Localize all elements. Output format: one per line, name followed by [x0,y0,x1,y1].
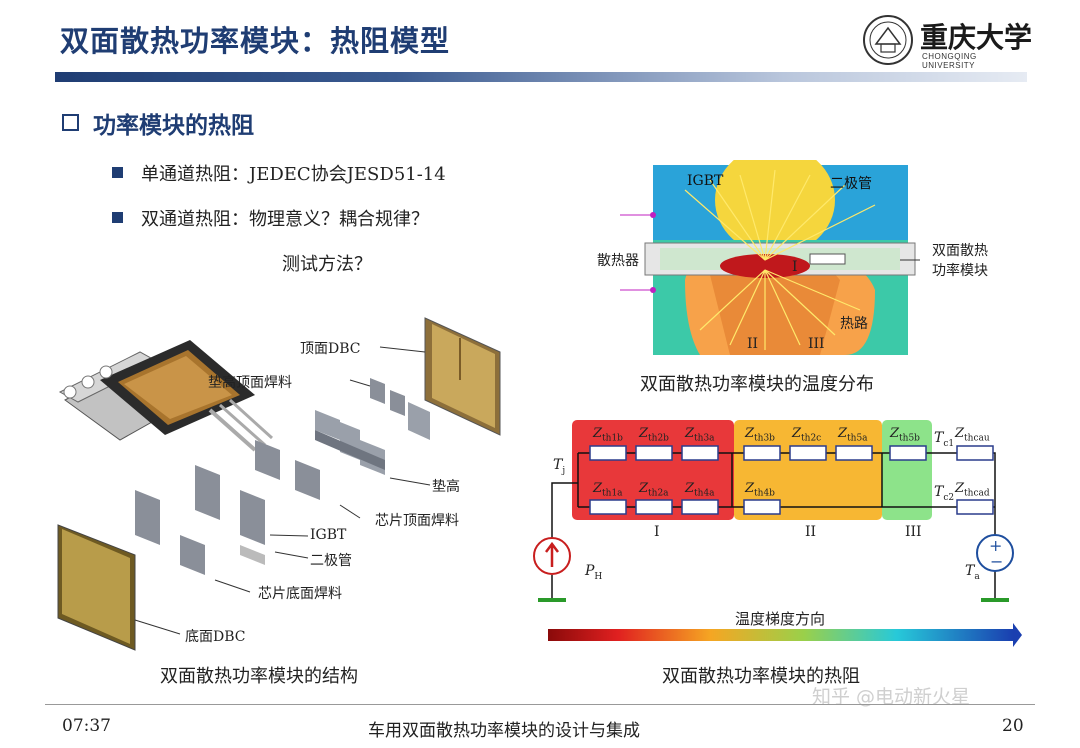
ph-label: PH [585,563,603,582]
temperature-distribution-figure [620,160,920,355]
z-th4a: Zth4a [685,481,715,499]
z-th3a: Zth3a [685,426,715,444]
voltage-source-icon [976,534,1014,572]
z-th1b: Zth1b [593,426,623,444]
square-bullet-icon [112,167,123,178]
z-thcau: Zthcau [955,426,990,444]
temp-label-region2: II [747,336,759,352]
z-th5b: Zth5b [890,426,920,444]
z-th3b: Zth3b [745,426,775,444]
section-heading-text: 功率模块的热阻 [93,113,254,139]
z-th2a: Zth2a [639,481,669,499]
temperature-caption: 双面散热功率模块的温度分布 [640,374,874,395]
label-igbt: IGBT [310,527,347,543]
region-1-label: I [654,524,660,540]
network-caption: 双面散热功率模块的热阻 [662,666,860,687]
temp-label-module-2: 功率模块 [932,263,988,279]
watermark: 知乎 @电动新火星 [812,686,971,708]
gradient-arrow-bar [548,629,1013,641]
z-th1a: Zth1a [593,481,623,499]
checkbox-bullet-icon [62,114,79,131]
slide-title: 双面散热功率模块：热阻模型 [60,24,451,58]
label-spacer: 垫高 [432,479,460,495]
bullet-2-continuation: 测试方法？ [282,254,372,275]
label-top-dbc: 顶面DBC [300,341,361,357]
ta-label: Ta [965,563,980,582]
label-diode: 二极管 [310,553,352,569]
tj-label: Tj [553,457,566,476]
svg-text:+: + [989,536,1002,555]
label-chip-top-solder: 芯片顶面焊料 [375,513,459,529]
label-chip-bottom-solder: 芯片底面焊料 [258,586,342,602]
region-2-bg [734,420,882,520]
tc1-label: Tc1 [934,430,955,449]
z-th4b: Zth4b [745,481,775,499]
square-bullet-icon [112,212,123,223]
university-seal-icon [863,15,913,65]
footer-divider [45,704,1035,705]
thermal-network-diagram: + − [533,420,1022,647]
tc2-label: Tc2 [934,484,955,503]
gradient-label: 温度梯度方向 [735,610,826,628]
temp-label-heatsink: 散热器 [597,253,639,269]
label-bottom-dbc: 底面DBC [185,629,246,645]
z-th2b: Zth2b [639,426,669,444]
region-3-label: III [905,524,922,540]
temp-label-region3: III [808,336,825,352]
university-name-en: CHONGQING UNIVERSITY [922,52,977,70]
label-spacer-top-solder: 垫高顶面焊料 [208,375,292,391]
z-thcad: Zthcad [955,481,990,499]
bullet-2: 双通道热阻：物理意义？耦合规律？ [112,205,429,231]
temp-label-heat-path: 热路 [840,316,868,332]
region-2-label: II [805,524,817,540]
temp-label-diode: 二极管 [830,176,872,192]
page-number: 20 [1002,716,1024,736]
footer-title: 车用双面散热功率模块的设计与集成 [368,721,640,741]
region-3-bg [882,420,932,520]
module-structure-diagram [57,317,501,651]
z-th5a: Zth5a [838,426,868,444]
region-1-bg [572,420,734,520]
section-heading: 功率模块的热阻 [62,106,254,140]
university-logo: 重庆大学 CHONGQING UNIVERSITY [862,14,1033,70]
bullet-1-text: 单通道热阻：JEDEC协会JESD51-14 [141,164,446,185]
packaged-module-image [58,340,274,452]
university-name: 重庆大学 [920,21,1033,54]
temp-label-region1: I [792,259,798,275]
title-underline [55,72,1027,82]
svg-text:−: − [990,552,1003,571]
temp-label-module-1: 双面散热 [932,243,988,259]
gradient-arrow-head-icon [1013,623,1022,647]
structure-caption: 双面散热功率模块的结构 [160,666,358,687]
temp-label-igbt: IGBT [687,173,724,189]
z-th2c: Zth2c [792,426,822,444]
footer-time: 07:37 [62,716,111,736]
bullet-2-text: 双通道热阻：物理意义？耦合规律？ [141,209,429,230]
bullet-1: 单通道热阻：JEDEC协会JESD51-14 [112,160,446,186]
